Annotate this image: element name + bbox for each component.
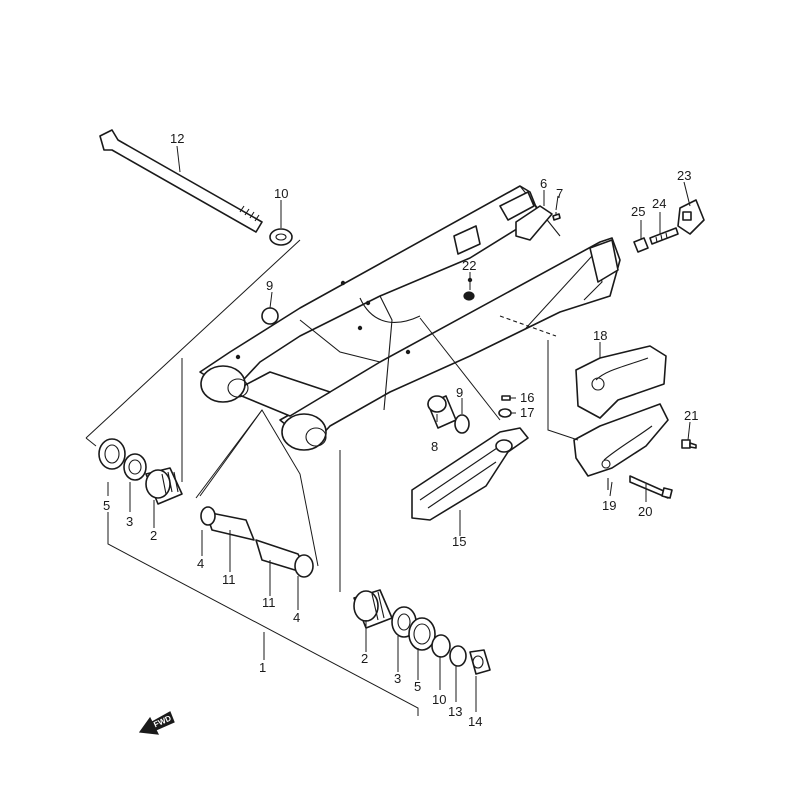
callout-17: 17 — [520, 405, 534, 420]
callout-20: 20 — [638, 504, 652, 519]
callout-21: 21 — [684, 408, 698, 423]
callout-4-left: 4 — [197, 556, 204, 571]
swingarm — [199, 185, 621, 451]
callout-10-top: 10 — [274, 186, 288, 201]
leader-lines — [85, 145, 691, 716]
callout-9-mid: 9 — [456, 385, 463, 400]
callout-16: 16 — [520, 390, 534, 405]
pivot-shaft — [99, 129, 263, 233]
callout-14: 14 — [468, 714, 482, 729]
callout-23: 23 — [677, 168, 691, 183]
callout-13: 13 — [448, 704, 462, 719]
bushing-22 — [463, 291, 475, 301]
callout-1: 1 — [259, 660, 266, 675]
callout-9-left: 9 — [266, 278, 273, 293]
callout-15: 15 — [452, 534, 466, 549]
adjuster-plate — [515, 205, 553, 241]
callout-11-right: 11 — [262, 595, 276, 610]
callout-3-left: 3 — [126, 514, 133, 529]
callout-18: 18 — [593, 328, 607, 343]
chain-adjuster — [633, 199, 705, 253]
callout-19: 19 — [602, 498, 616, 513]
bearing-8 — [427, 395, 457, 429]
callout-2-right: 2 — [361, 651, 368, 666]
callout-4-right: 4 — [293, 610, 300, 625]
callout-6: 6 — [540, 176, 547, 191]
callout-10-bottom: 10 — [432, 692, 446, 707]
right-bearing-stack — [353, 589, 491, 675]
washer-top — [269, 228, 293, 246]
callout-8: 8 — [431, 439, 438, 454]
callout-3-right: 3 — [394, 671, 401, 686]
callout-labels: 12 10 9 6 7 23 24 25 22 18 16 17 9 8 21 … — [103, 131, 698, 729]
callout-2-left: 2 — [150, 528, 157, 543]
callout-25: 25 — [631, 204, 645, 219]
left-bearing-stack — [98, 438, 183, 505]
spacer-sleeves — [200, 506, 314, 578]
chain-slider — [411, 427, 529, 521]
callout-24: 24 — [652, 196, 666, 211]
chain-guide — [573, 345, 669, 477]
callout-12: 12 — [170, 131, 184, 146]
callout-5-left: 5 — [103, 498, 110, 513]
callout-11-left: 11 — [222, 572, 236, 587]
callout-7: 7 — [556, 186, 563, 201]
callout-5-right: 5 — [414, 679, 421, 694]
callout-22: 22 — [462, 258, 476, 273]
dust-seal-left — [261, 307, 279, 325]
forward-direction-arrow: FWD — [138, 711, 175, 735]
